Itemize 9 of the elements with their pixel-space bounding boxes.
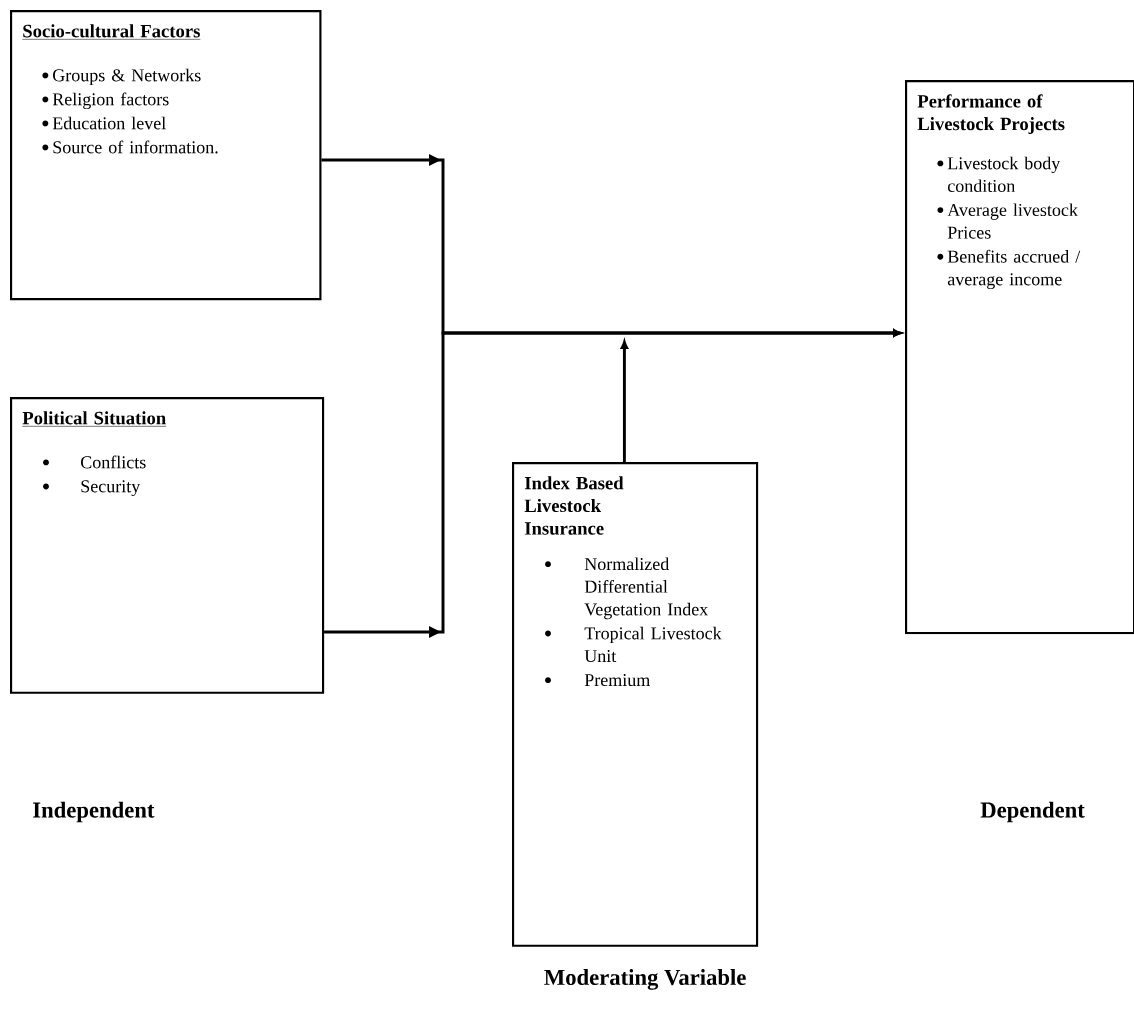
- axis-label: Moderating Variable: [544, 969, 746, 990]
- arrow: [324, 329, 902, 638]
- factor-box: Political Situation Conflicts Security: [10, 397, 325, 694]
- factor-box: Socio-cultural Factors Groups & Networks Religion factors Education level Source of information.: [10, 10, 322, 301]
- axis-label: Dependent: [980, 801, 1085, 823]
- factor-box: Index Based Livestock Insurance Normalized Differential Vegetation Index Tropical Livestock Unit Premium: [512, 462, 759, 947]
- factor-box: Performance of Livestock Projects Livestock body condition Average livestock Prices Benefits accrued / average income: [905, 80, 1134, 635]
- arrow: [620, 340, 629, 462]
- axis-label: Independent: [33, 801, 155, 823]
